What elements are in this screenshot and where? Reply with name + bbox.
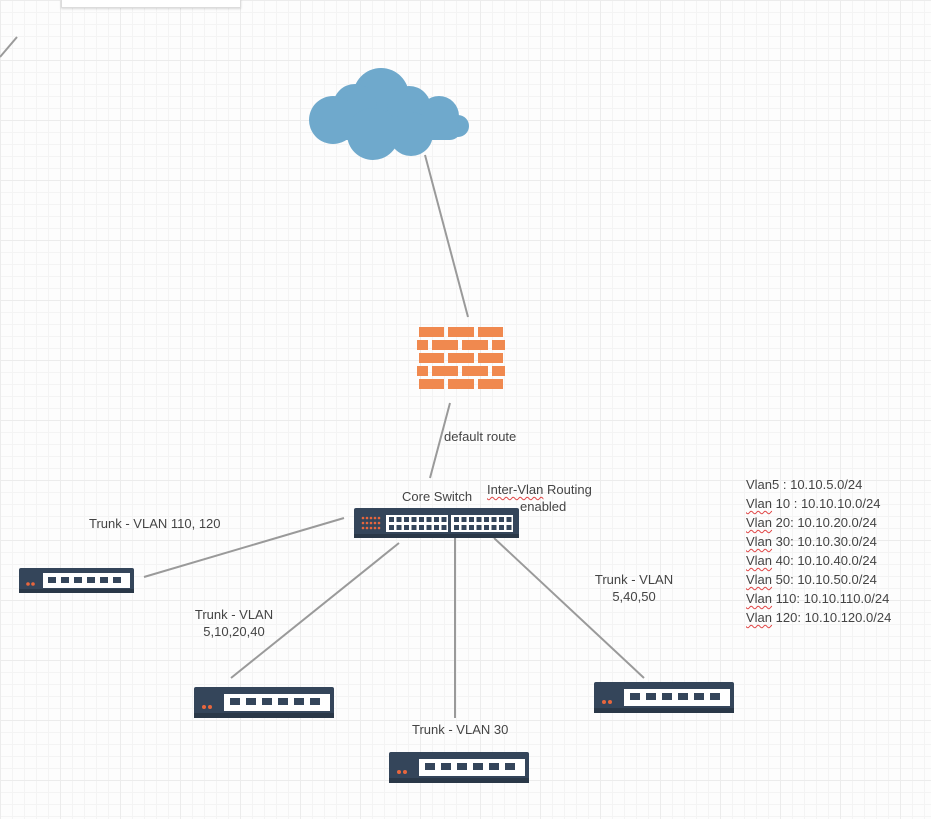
- vlan-separator: :: [779, 477, 791, 492]
- vlan-name: Vlan5: [746, 477, 780, 492]
- vlan-name: Vlan: [746, 515, 773, 530]
- trunk-b-line1: Trunk - VLAN: [594, 572, 674, 587]
- trunk-a-label[interactable]: Trunk - VLAN 5,10,20,40: [191, 606, 277, 640]
- trunk-bottom-label[interactable]: Trunk - VLAN 30: [412, 722, 509, 737]
- vlan-subnet: 10.10.50.0/24: [797, 572, 877, 587]
- vlan-separator: 30:: [772, 534, 798, 549]
- vlan-name: Vlan: [746, 496, 773, 511]
- firewall-icon[interactable]: [417, 327, 505, 389]
- vlan-row: Vlan 30: 10.10.30.0/24: [746, 532, 891, 551]
- trunk-a-line1: Trunk - VLAN: [194, 607, 274, 622]
- inter-vlan-text: Inter-Vlan: [487, 482, 544, 497]
- vlan-separator: 20:: [772, 515, 798, 530]
- trunk-a-line2: 5,10,20,40: [203, 624, 265, 639]
- default-route-label[interactable]: default route: [444, 429, 517, 444]
- vlan-name: Vlan: [746, 591, 773, 606]
- floating-panel[interactable]: [61, 0, 241, 8]
- access-switch-icon[interactable]: [389, 752, 529, 783]
- vlan-row: Vlan 120: 10.10.120.0/24: [746, 608, 891, 627]
- vlan-separator: 110:: [772, 591, 804, 606]
- vlan-separator: 10 :: [772, 496, 801, 511]
- vlan-subnet: 10.10.110.0/24: [803, 591, 890, 606]
- enabled-text: enabled: [520, 499, 567, 514]
- core-switch-icon[interactable]: [354, 508, 519, 538]
- core-switch-label[interactable]: Core Switch: [402, 489, 473, 504]
- vlan-subnet-list[interactable]: Vlan5 : 10.10.5.0/24 Vlan 10 : 10.10.10.…: [746, 475, 891, 627]
- core-left-switch-link[interactable]: [143, 517, 345, 578]
- core-switch-a-link[interactable]: [230, 542, 400, 679]
- firewall-core-link[interactable]: [429, 402, 451, 479]
- vlan-subnet: 10.10.5.0/24: [790, 477, 863, 492]
- vlan-row: Vlan 20: 10.10.20.0/24: [746, 513, 891, 532]
- vlan-name: Vlan: [746, 553, 773, 568]
- core-switch-b-link[interactable]: [493, 537, 645, 679]
- vlan-row: Vlan5 : 10.10.5.0/24: [746, 475, 891, 494]
- vlan-separator: 50:: [772, 572, 798, 587]
- vlan-subnet: 10.10.30.0/24: [797, 534, 877, 549]
- vlan-row: Vlan 10 : 10.10.10.0/24: [746, 494, 891, 513]
- trunk-b-line2: 5,40,50: [612, 589, 656, 604]
- vlan-subnet: 10.10.20.0/24: [797, 515, 877, 530]
- vlan-row: Vlan 40: 10.10.40.0/24: [746, 551, 891, 570]
- access-switch-icon[interactable]: [19, 568, 134, 593]
- access-switch-icon[interactable]: [194, 687, 334, 718]
- vlan-subnet: 10.10.40.0/24: [797, 553, 877, 568]
- trunk-b-label[interactable]: Trunk - VLAN 5,40,50: [591, 571, 677, 605]
- access-switch-icon[interactable]: [594, 682, 734, 713]
- vlan-subnet: 10.10.10.0/24: [800, 496, 881, 511]
- cloud-icon[interactable]: [303, 62, 471, 164]
- vlan-row: Vlan 110: 10.10.110.0/24: [746, 589, 891, 608]
- cloud-firewall-link[interactable]: [424, 154, 469, 318]
- vlan-separator: 40:: [772, 553, 798, 568]
- vlan-name: Vlan: [746, 610, 773, 625]
- trunk-left-label[interactable]: Trunk - VLAN 110, 120: [89, 516, 221, 531]
- inter-vlan-label[interactable]: Inter-Vlan Routing enabled: [487, 481, 592, 515]
- vlan-name: Vlan: [746, 572, 773, 587]
- vlan-name: Vlan: [746, 534, 773, 549]
- routing-text: Routing: [543, 482, 592, 497]
- partial-connector[interactable]: [0, 36, 18, 58]
- vlan-separator: 120:: [772, 610, 805, 625]
- vlan-subnet: 10.10.120.0/24: [804, 610, 892, 625]
- vlan-row: Vlan 50: 10.10.50.0/24: [746, 570, 891, 589]
